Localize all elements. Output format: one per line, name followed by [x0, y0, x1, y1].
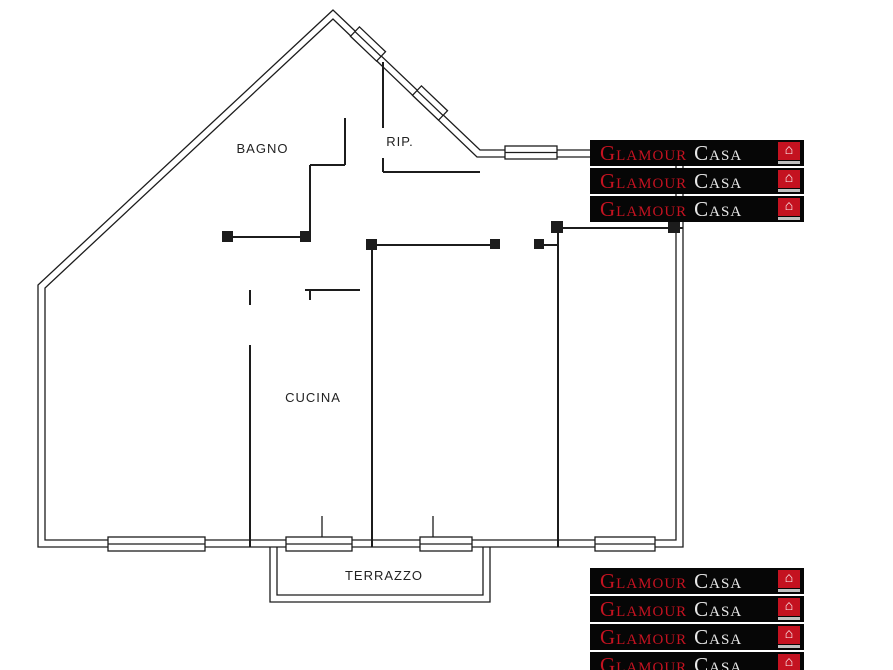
watermark-banner: Glamour Casa ⌂: [590, 140, 804, 166]
watermark-stack-top: Glamour Casa ⌂ Glamour Casa ⌂ Glamour Ca…: [590, 140, 804, 222]
brand-glamour: Glamour: [600, 140, 688, 165]
brand-glamour: Glamour: [600, 168, 688, 193]
outer-walls: [37, 9, 684, 548]
windows: [107, 25, 656, 552]
brand-casa: Casa: [694, 196, 743, 221]
terrace-outline: [269, 547, 491, 603]
house-icon: ⌂: [778, 142, 800, 164]
house-icon: ⌂: [778, 654, 800, 670]
watermark-stack-bottom: Glamour Casa ⌂ Glamour Casa ⌂ Glamour Ca…: [590, 568, 804, 670]
wall-posts: [222, 221, 680, 250]
brand-casa: Casa: [694, 168, 743, 193]
brand-glamour: Glamour: [600, 568, 688, 593]
room-label-bagno: BAGNO: [236, 141, 289, 156]
room-label-terrazzo: TERRAZZO: [344, 568, 424, 583]
badge-caption-bar: [778, 161, 800, 164]
watermark-banner: Glamour Casa ⌂: [590, 196, 804, 222]
watermark-banner: Glamour Casa ⌂: [590, 168, 804, 194]
room-label-cucina: CUCINA: [285, 390, 341, 405]
badge-caption-bar: [778, 617, 800, 620]
brand-glamour: Glamour: [600, 624, 688, 649]
watermark-banner: Glamour Casa ⌂: [590, 624, 804, 650]
house-icon: ⌂: [778, 198, 800, 220]
room-label-rip: RIP.: [386, 134, 414, 149]
brand-casa: Casa: [694, 568, 743, 593]
house-icon: ⌂: [778, 170, 800, 192]
brand-casa: Casa: [694, 624, 743, 649]
house-icon: ⌂: [778, 626, 800, 648]
house-icon: ⌂: [778, 570, 800, 592]
brand-casa: Casa: [694, 596, 743, 621]
watermark-banner: Glamour Casa ⌂: [590, 652, 804, 670]
brand-glamour: Glamour: [600, 596, 688, 621]
watermark-banner: Glamour Casa ⌂: [590, 568, 804, 594]
house-icon: ⌂: [778, 598, 800, 620]
interior-walls: [228, 62, 683, 547]
brand-casa: Casa: [694, 140, 743, 165]
brand-casa: Casa: [694, 652, 743, 670]
watermark-banner: Glamour Casa ⌂: [590, 596, 804, 622]
badge-caption-bar: [778, 189, 800, 192]
brand-glamour: Glamour: [600, 652, 688, 670]
badge-caption-bar: [778, 217, 800, 220]
brand-glamour: Glamour: [600, 196, 688, 221]
badge-caption-bar: [778, 645, 800, 648]
badge-caption-bar: [778, 589, 800, 592]
